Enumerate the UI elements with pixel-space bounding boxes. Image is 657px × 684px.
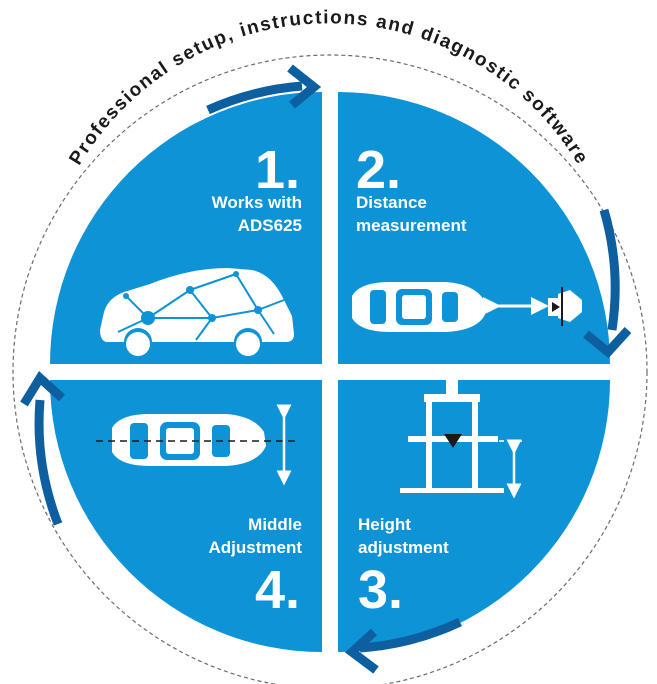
dashed-ring	[12, 54, 648, 684]
step-3-label-line2: adjustment	[358, 538, 449, 557]
car-centerline-icon	[96, 404, 298, 486]
quadrant-3	[338, 380, 610, 652]
arrow-arc-bottom	[359, 617, 462, 653]
arrowhead-right	[583, 326, 632, 359]
step-1-label-line1: Works with	[212, 193, 302, 212]
banner-text: Professional setup, instructions and dia…	[65, 7, 592, 169]
step-4-label-line1: Middle	[248, 515, 302, 534]
step-1-label-line2: ADS625	[238, 216, 302, 235]
arrowhead-bottom	[344, 628, 379, 674]
step-1-number: 1.	[255, 140, 300, 200]
arrowhead-left	[20, 371, 66, 407]
arrow-arc-right	[599, 208, 620, 331]
step-3-label-line1: Height	[358, 515, 411, 534]
arrowhead-top	[287, 64, 322, 109]
calibration-stand-icon	[400, 380, 522, 499]
arrow-arc-top	[206, 81, 303, 115]
step-2-label-line1: Distance	[356, 193, 427, 212]
step-3-number: 3.	[358, 560, 403, 620]
arrow-arc-left	[34, 399, 63, 526]
cycle-arrowheads	[20, 64, 632, 674]
car-distance-icon	[352, 282, 582, 332]
networked-car-icon	[100, 268, 294, 356]
cycle-arrows	[34, 81, 620, 653]
step-2-label-line2: measurement	[356, 216, 467, 235]
step-4-label-line2: Adjustment	[209, 538, 303, 557]
step-2-number: 2.	[356, 140, 401, 200]
step-4-number: 4.	[255, 560, 300, 620]
